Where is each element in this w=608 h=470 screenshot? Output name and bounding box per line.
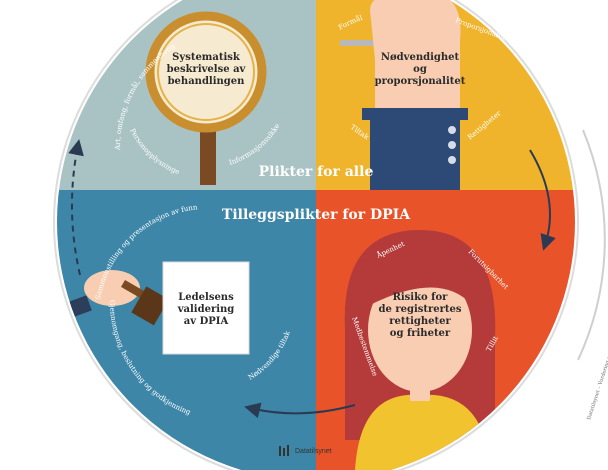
validation-document bbox=[162, 261, 250, 355]
label-plikter-for-alle: Plikter for alle bbox=[259, 164, 374, 180]
datatilsynet-logo-icon bbox=[279, 445, 289, 456]
tl-title-line-2: beskrivelse av bbox=[167, 64, 247, 75]
label-tilleggsplikter: Tilleggsplikter for DPIA bbox=[222, 207, 411, 223]
quadrant-bottom-left bbox=[57, 190, 316, 470]
fist-illustration bbox=[340, 0, 468, 190]
arrow-left-up bbox=[68, 139, 84, 276]
br-title-line-1: Risiko for bbox=[393, 292, 449, 303]
tr-title-line-3: proporsjonalitet bbox=[375, 76, 466, 87]
person-illustration bbox=[344, 230, 496, 470]
bl-title-line-1: Ledelsens bbox=[178, 292, 234, 303]
arrow-bottom-left bbox=[244, 402, 356, 419]
arrow-right-down bbox=[529, 149, 556, 251]
footer: Datatilsynet bbox=[278, 445, 332, 457]
outer-arc-line bbox=[577, 129, 606, 361]
br-title-line-4: og friheter bbox=[390, 328, 451, 339]
quadrant-top-right bbox=[316, 0, 575, 190]
tl-title-line-3: behandlingen bbox=[168, 76, 246, 87]
br-title-line-2: de registrertes bbox=[378, 304, 461, 315]
footer-logo-text: Datatilsynet bbox=[295, 447, 332, 455]
tr-title-line-2: og bbox=[413, 64, 427, 75]
outer-ring bbox=[53, 0, 579, 470]
bl-title-line-3: av DPIA bbox=[184, 316, 229, 327]
side-caption: Datatilsynet – Vurdering av personvernko… bbox=[585, 273, 608, 421]
br-title-line-3: rettigheter bbox=[389, 316, 451, 327]
tr-title-line-1: Nødvendighet bbox=[381, 52, 460, 63]
bl-title-line-2: validering bbox=[177, 304, 235, 315]
magnifier-illustration bbox=[145, 11, 267, 185]
tl-title-line-1: Systematisk bbox=[172, 52, 241, 63]
